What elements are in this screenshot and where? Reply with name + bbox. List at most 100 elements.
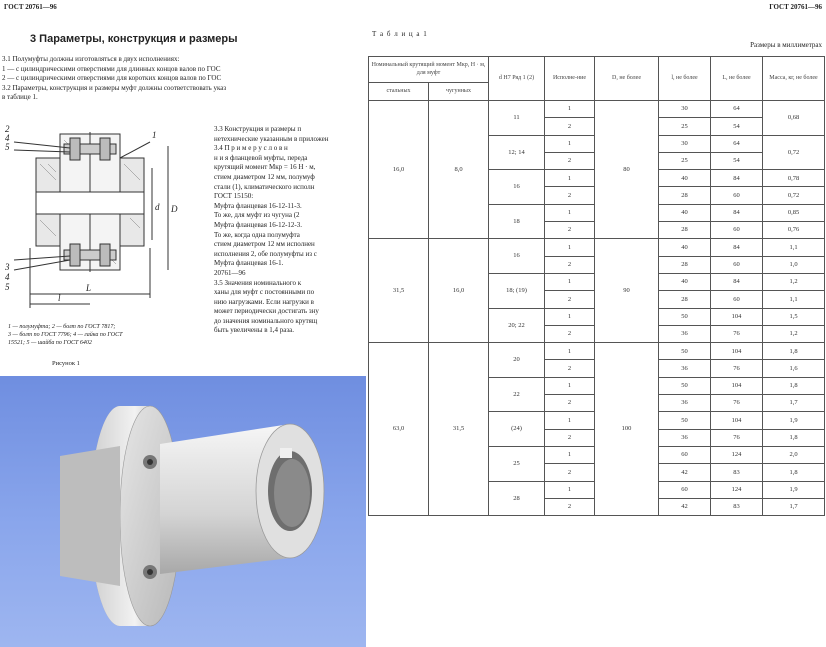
cell-L: 54 (710, 151, 763, 171)
right-col-line: То же, когда одна полумуфта (214, 230, 300, 239)
cell-exec: 2 (544, 221, 595, 240)
cell-l: 60 (658, 445, 711, 465)
cell-l: 36 (658, 394, 711, 413)
th-l: l, не более (658, 56, 711, 101)
cell-exec: 1 (544, 445, 595, 465)
figure-caption: 1 — полумуфта; 2 — болт по ГОСТ 7817; 3 —… (8, 323, 208, 347)
cell-L: 104 (710, 307, 763, 326)
right-col-line: 20761—96 (214, 268, 246, 277)
cell-L: 76 (710, 324, 763, 344)
cell-exec: 1 (544, 134, 595, 153)
right-col-line: То же, для муфт из чугуна (2 (214, 211, 300, 220)
cell-d: 12; 14 (488, 134, 545, 171)
cell-mass: 1,7 (762, 394, 825, 413)
right-col-line: Муфта фланцевая 16-1. (214, 259, 284, 268)
para-line: 1 — с цилиндрическими отверстиями для дл… (2, 64, 221, 73)
cell-L: 84 (710, 169, 763, 188)
cell-d: (24) (488, 411, 545, 447)
cell-exec: 2 (544, 428, 595, 447)
cell-D: 100 (594, 342, 659, 517)
cell-mass: 1,8 (762, 463, 825, 482)
cell-steel: 31,5 (368, 238, 429, 344)
section-title: 3 Параметры, конструкция и размеры (30, 33, 238, 45)
cell-exec: 2 (544, 186, 595, 205)
label-4b: 4 (5, 272, 10, 282)
cell-mass: 1,1 (762, 290, 825, 309)
page-header-right: ГОСТ 20761—96 (769, 3, 822, 11)
right-col-line: Муфта фланцевая 16-12-11-3. (214, 201, 302, 210)
dim-d: d (155, 202, 160, 212)
cell-l: 42 (658, 463, 711, 482)
cell-exec: 1 (544, 480, 595, 499)
cell-D: 90 (594, 238, 659, 344)
cell-L: 104 (710, 376, 763, 396)
cell-exec: 2 (544, 290, 595, 309)
cell-exec: 1 (544, 376, 595, 396)
right-col-line: стием диаметром 12 мм исполнен (214, 240, 315, 249)
paragraph-3-1: 3.1 Полумуфты должны изготовляться в дву… (2, 55, 362, 103)
cell-L: 84 (710, 272, 763, 292)
right-col-line: быть увеличены в 1,4 раза. (214, 326, 294, 335)
fig-caption-line: 1 — полумуфта; 2 — болт по ГОСТ 7817; (8, 324, 116, 330)
cell-mass: 1,9 (762, 480, 825, 499)
cell-cast: 8,0 (428, 99, 489, 240)
label-5: 5 (5, 142, 10, 152)
right-col-line: крутящий момент Мкр = 16 Н · м, (214, 163, 316, 172)
cell-mass: 1,0 (762, 255, 825, 274)
cell-L: 104 (710, 411, 763, 430)
cell-l: 36 (658, 428, 711, 447)
cell-exec: 2 (544, 497, 595, 517)
para-line: 3.2 Параметры, конструкция и размеры муф… (2, 83, 227, 92)
cell-d: 25 (488, 445, 545, 482)
cell-mass: 2,0 (762, 445, 825, 465)
cell-mass: 1,1 (762, 238, 825, 257)
cell-l: 28 (658, 290, 711, 309)
fig-caption-line: 3 — болт по ГОСТ 7796; 4 — гайка по ГОСТ (8, 332, 123, 338)
right-col-line: Муфта фланцевая 16-12-12-3. (214, 220, 303, 229)
cell-d: 16 (488, 238, 545, 274)
cell-L: 83 (710, 463, 763, 482)
cell-exec: 1 (544, 169, 595, 188)
page-header-left: ГОСТ 20761—96 (4, 3, 57, 11)
cell-mass: 1,8 (762, 428, 825, 447)
cell-exec: 1 (544, 307, 595, 326)
dim-D: D (170, 204, 178, 214)
cell-L: 60 (710, 255, 763, 274)
cell-mass: 1,7 (762, 497, 825, 517)
cell-mass: 0,85 (762, 203, 825, 223)
cell-l: 30 (658, 134, 711, 153)
cell-l: 28 (658, 221, 711, 240)
cell-d: 18 (488, 203, 545, 240)
cell-d: 18; (19) (488, 272, 545, 309)
label-4: 4 (5, 133, 10, 143)
cell-d: 22 (488, 376, 545, 413)
th-mass: Масса, кг, не более (762, 56, 825, 101)
cell-exec: 2 (544, 463, 595, 482)
cell-L: 64 (710, 134, 763, 153)
cell-L: 60 (710, 221, 763, 240)
figure-title: Рисунок 1 (52, 360, 80, 367)
cell-l: 50 (658, 342, 711, 361)
th-steel: стальных (368, 82, 429, 101)
label-5b: 5 (5, 282, 10, 292)
cell-L: 76 (710, 428, 763, 447)
cell-L: 124 (710, 480, 763, 499)
cell-exec: 2 (544, 324, 595, 344)
cell-exec: 1 (544, 272, 595, 292)
cell-L: 124 (710, 445, 763, 465)
cell-l: 25 (658, 151, 711, 171)
cell-d: 11 (488, 100, 545, 136)
right-col-line: ханы для муфт с постоянными по (214, 288, 315, 297)
cell-l: 36 (658, 324, 711, 344)
cell-exec: 2 (544, 151, 595, 171)
cell-steel: 63,0 (368, 342, 429, 517)
